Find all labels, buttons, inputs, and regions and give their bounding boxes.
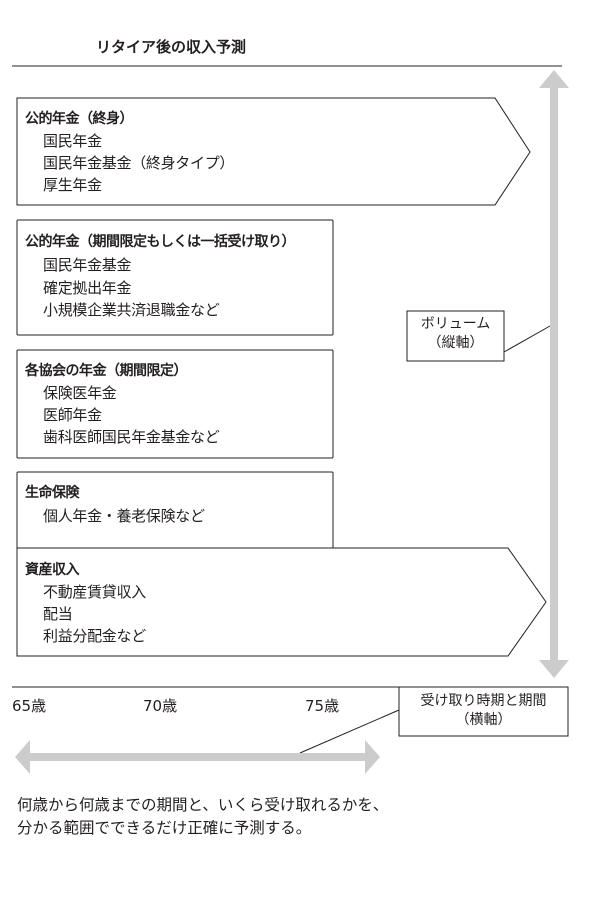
box-item: 確定拠出年金 <box>43 279 132 297</box>
note-line-2: 分かる範囲でできるだけ正確に予測する。 <box>17 819 312 837</box>
volume-label-line2: （縦軸） <box>427 335 484 351</box>
box-heading: 公的年金（期間限定もしくは一括受け取り） <box>25 234 296 250</box>
period-label-line1: 受け取り時期と期間 <box>420 693 547 709</box>
horizontal-double-arrow <box>15 740 380 774</box>
box-item: 国民年金基金（終身タイプ） <box>43 154 235 172</box>
period-leader-line <box>299 709 400 754</box>
volume-leader-line <box>503 325 551 353</box>
box-heading: 資産収入 <box>25 562 80 578</box>
box-item: 歯科医師国民年金基金など <box>43 428 220 446</box>
box-item: 個人年金・養老保険など <box>43 507 205 525</box>
volume-label-line1: ボリューム <box>420 316 491 332</box>
box-item: 厚生年金 <box>43 176 102 194</box>
box-association-pension-shape <box>16 349 334 459</box>
box-public-pension-limited-shape <box>16 219 334 336</box>
period-label-line2: （横軸） <box>455 712 512 728</box>
box-public-pension-lifetime-shape <box>16 97 531 206</box>
box-item: 保険医年金 <box>43 384 117 402</box>
volume-label-box <box>406 310 505 362</box>
vertical-double-arrow <box>539 70 569 678</box>
box-item: 利益分配金など <box>43 627 146 645</box>
box-heading: 各協会の年金（期間限定） <box>25 363 188 379</box>
box-heading: 生命保険 <box>25 485 80 501</box>
box-item: 小規模企業共済退職金など <box>43 301 220 319</box>
box-asset-income-shape <box>16 547 547 657</box>
box-item: 不動産賃貸収入 <box>43 583 146 601</box>
age-tick-65: 65歳 <box>12 697 47 715</box>
box-item: 医師年金 <box>43 406 102 424</box>
period-axis-label: 受け取り時期と期間 （横軸） <box>399 692 568 730</box>
volume-axis-label: ボリューム （縦軸） <box>407 315 504 353</box>
note-line-1: 何歳から何歳までの期間と、いくら受け取れるかを、 <box>17 796 389 814</box>
age-tick-75: 75歳 <box>305 697 340 715</box>
period-label-box <box>398 686 569 737</box>
box-item: 国民年金基金 <box>43 256 132 274</box>
age-tick-70: 70歳 <box>143 697 178 715</box>
box-heading: 公的年金（終身） <box>25 111 134 127</box>
page-title: リタイア後の収入予測 <box>96 38 247 56</box>
box-item: 配当 <box>43 605 73 623</box>
box-item: 国民年金 <box>43 132 102 150</box>
